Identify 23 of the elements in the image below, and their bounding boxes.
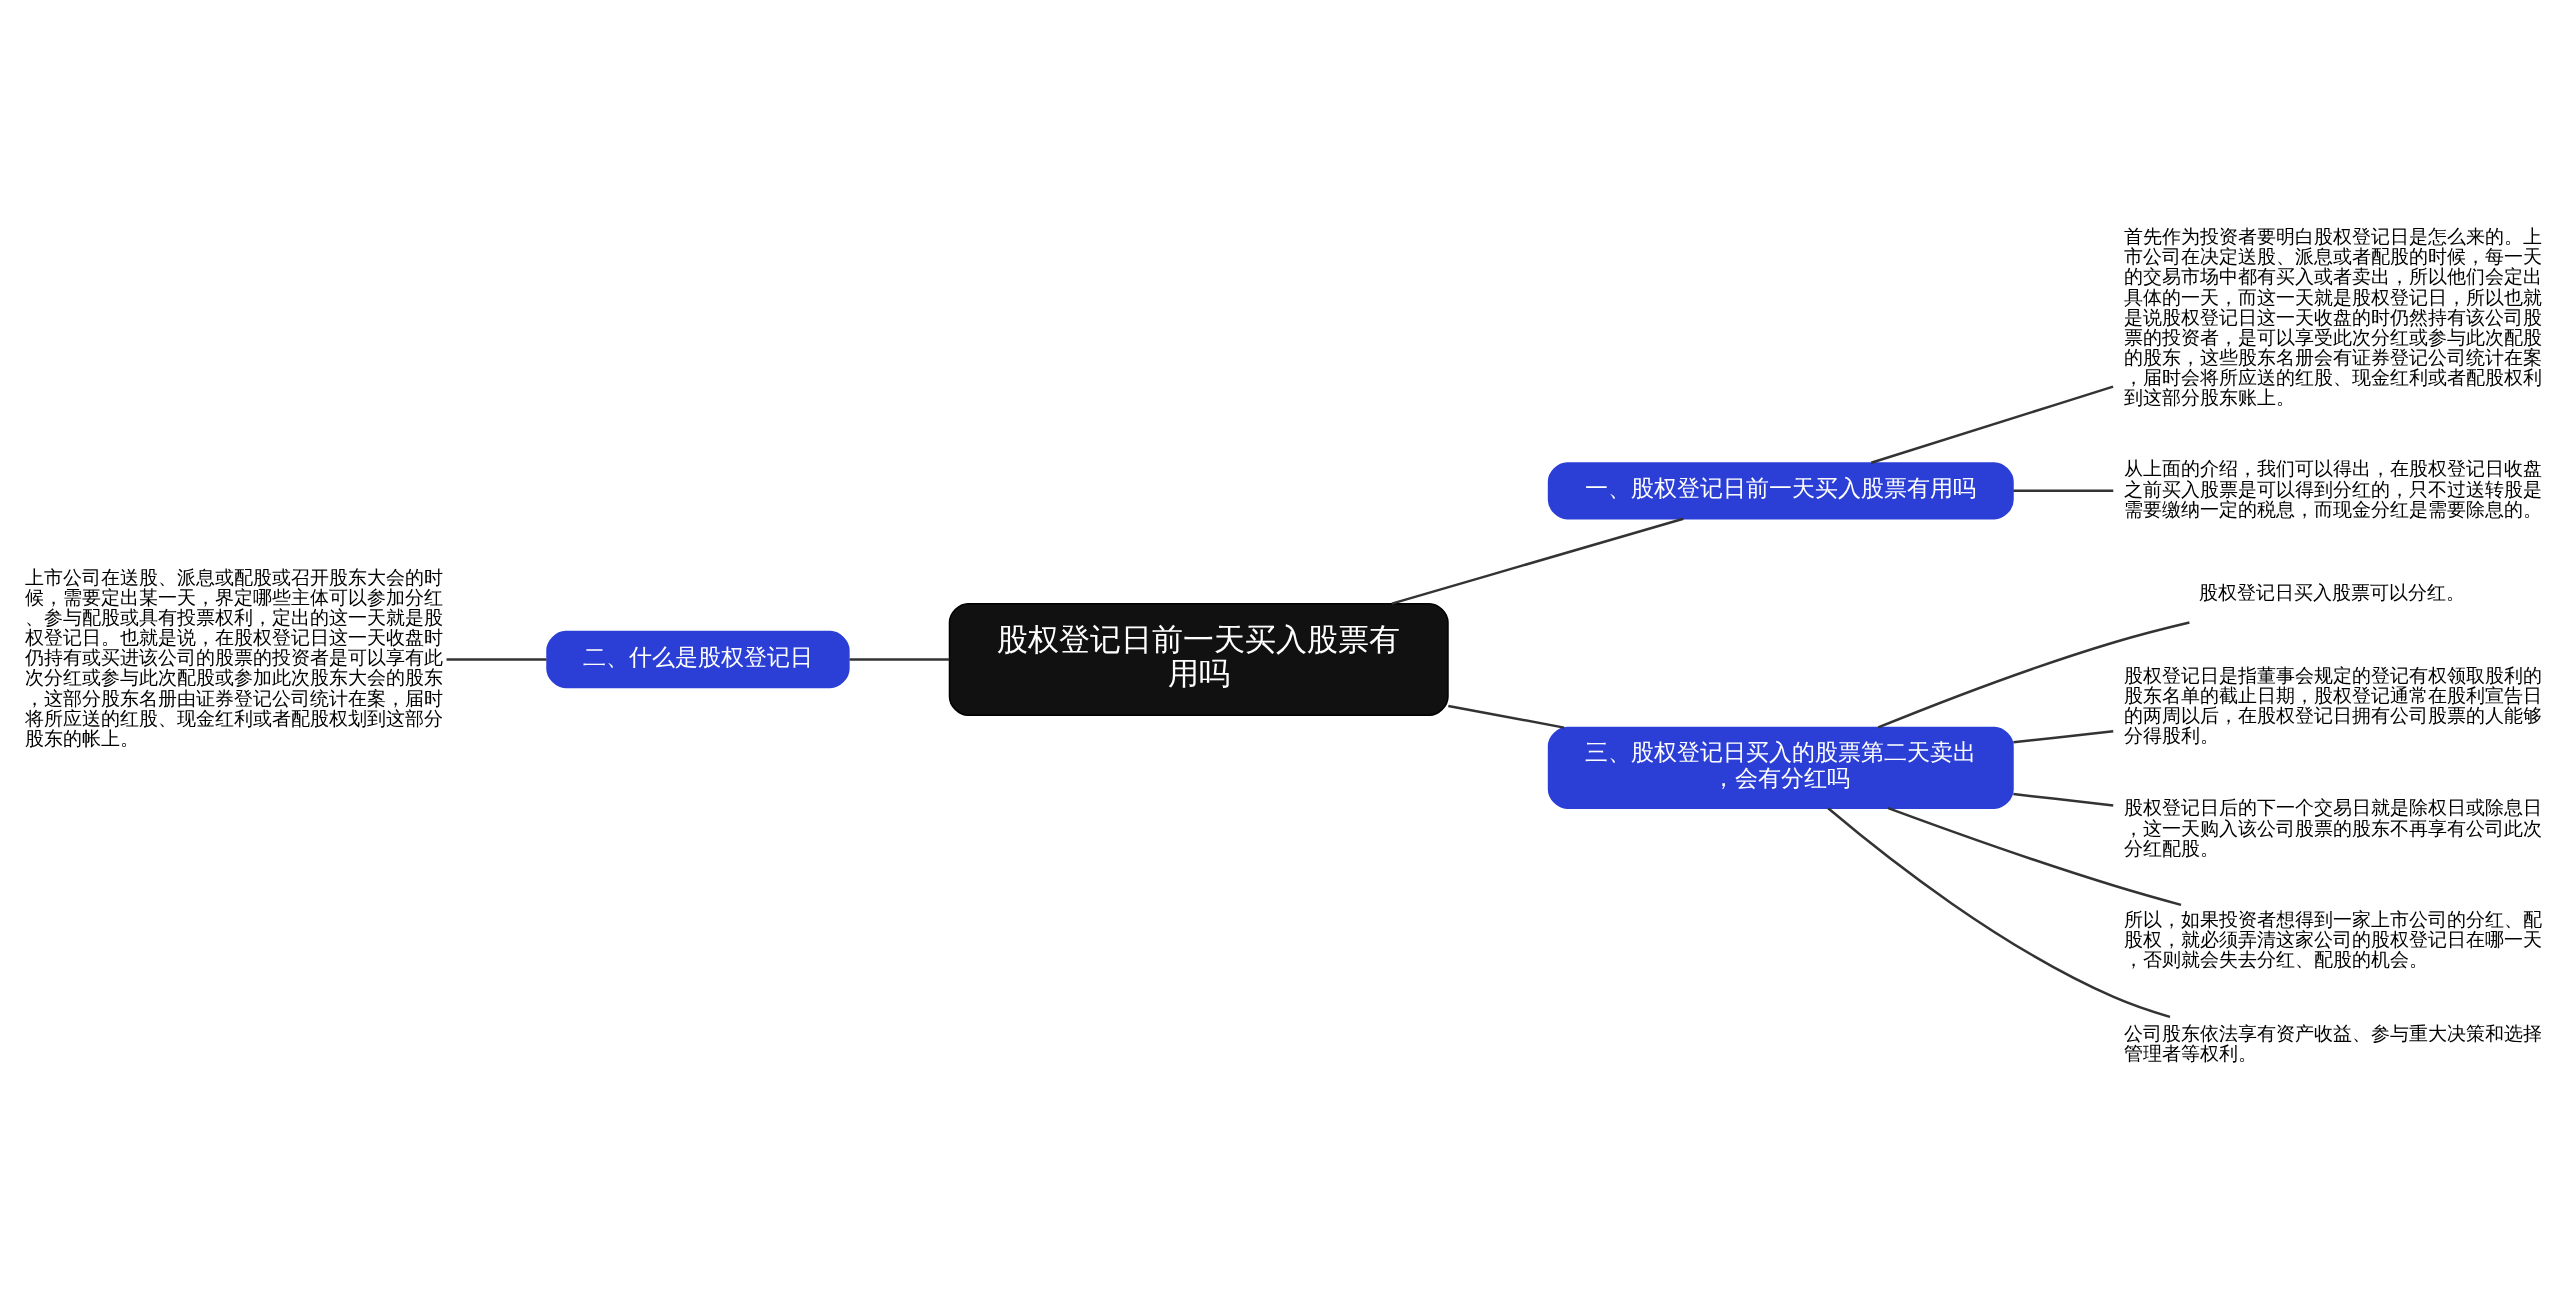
connector (2013, 792, 2114, 807)
connector (1391, 517, 1684, 605)
node-text: 上市公司在送股、派息或配股或召开股东大会的时候，需要定出某一天，界定哪些主体可以参加分红、参与配股或具有投票权利，定出的这一天就是股权登记日。也就是说，在股权登记日这一天收盘时仍持有或买进该公司的股票的投资者是可以享有此次分红或参与此次配股或参加此次股东大会的股东，这部分股东名册由证券登记公司统计在案，届时将所应送的红股、现金红利或者配股权划到这部分股东的帐上。 (25, 566, 444, 749)
node-box: 三、股权登记日买入的股票第二天卖出，会有分红吗 (1547, 726, 2014, 809)
connector (2013, 489, 2114, 492)
connector (1448, 704, 1565, 729)
connector (446, 658, 547, 661)
connector (2013, 730, 2114, 744)
node-text: 股权登记日买入股票可以分红。 (2198, 582, 2465, 604)
connector (1877, 621, 2190, 729)
connector (1827, 807, 2171, 1019)
node-text: 首先作为投资者要明白股权登记日是怎么来的。上市公司在决定送股、派息或者配股的时候，每一天的交易市场中都有买入或者卖出，所以他们会定出具体的一天，而这一天就是股权登记日，所以也就是说股权登记日这一天收盘的时仍然持有该公司股票的投资者，是可以享受此次分红或参与此次配股的股东，这些股东名册会有证券登记公司统计在案，届时会将所应送的红股、现金红利或者配股权利到这部分股东账上。 (2124, 226, 2543, 409)
node-text: 公司股东依法享有资产收益、参与重大决策和选择管理者等权利。 (2124, 1022, 2543, 1064)
node-text: 从上面的介绍，我们可以得出，在股权登记日收盘之前买入股票是可以得到分红的，只不过送转股是需要缴纳一定的税息，而现金分红是需要除息的。 (2124, 458, 2543, 520)
node-box: 二、什么是股权登记日 (546, 630, 850, 689)
connector (1870, 385, 2114, 464)
node-text: 所以，如果投资者想得到一家上市公司的分红、配股权，就必须弄清这家公司的股权登记日在哪一天，否则就会失去分红、配股的机会。 (2124, 908, 2543, 971)
node-text: 股权登记日后的下一个交易日就是除权日或除息日，这一天购入该公司股票的股东不再享有公司此次分红配股。 (2124, 797, 2543, 859)
connector (849, 658, 950, 661)
node-box: 股权登记日前一天买入股票有用吗 (948, 603, 1449, 716)
node-text: 股权登记日是指董事会规定的登记有权领取股利的股东名单的截止日期，股权登记通常在股利宣告日的两周以后，在股权登记日拥有公司股票的人能够分得股利。 (2124, 665, 2543, 747)
connector (1887, 806, 2182, 907)
node-box: 一、股权登记日前一天买入股票有用吗 (1547, 462, 2014, 520)
